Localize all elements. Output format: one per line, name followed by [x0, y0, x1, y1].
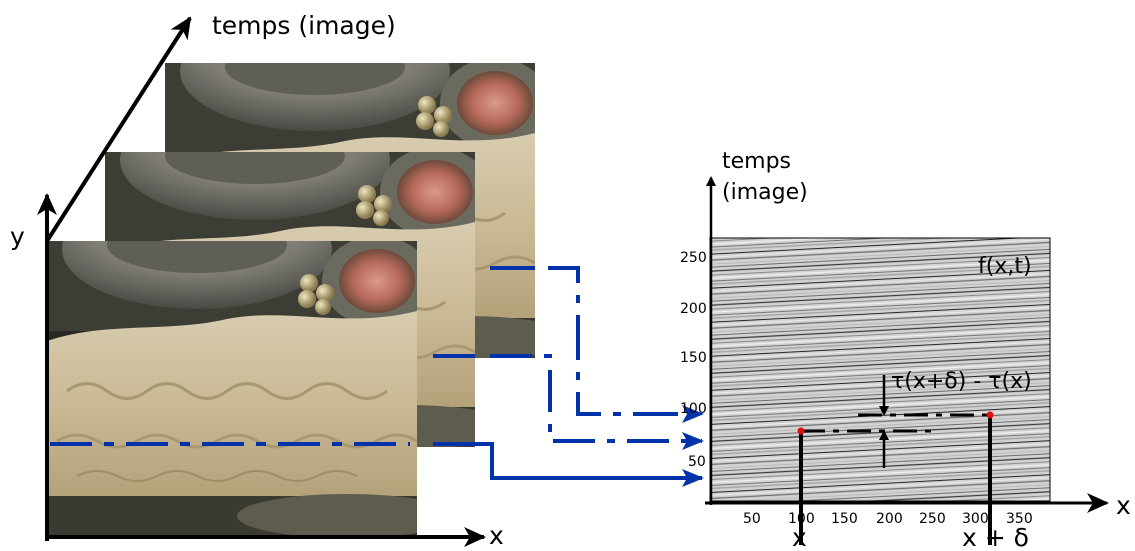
plot-x-axis-label: x	[1116, 491, 1131, 520]
delay-construction	[797, 375, 994, 545]
time-axis-label: temps (image)	[212, 11, 396, 40]
function-label: f(x,t)	[978, 254, 1032, 279]
y-tick-label: 50	[688, 454, 706, 470]
y-tick-label: 200	[680, 301, 707, 317]
plot-image	[710, 238, 1050, 501]
scan-lines	[50, 266, 704, 487]
y-tick-label: 100	[680, 401, 707, 417]
scan-line-front-arrow	[433, 442, 704, 487]
frame-stack	[47, 63, 535, 536]
plot-y-ticks: 250 200 150 100 50	[680, 250, 707, 470]
scan-line-back	[490, 266, 702, 414]
scan-line-middle	[433, 354, 702, 441]
video-frame-front	[47, 241, 417, 536]
spatiotemporal-plot	[709, 237, 1051, 502]
plot-time-axis-label-2: (image)	[722, 180, 808, 205]
point-b-label: x + δ	[962, 523, 1029, 551]
y-tick-label: 150	[680, 350, 707, 366]
point-b-marker	[986, 411, 994, 419]
x-tick-label: 200	[876, 511, 903, 527]
point-a-marker	[797, 427, 805, 435]
point-a-label: x	[792, 523, 807, 551]
time-axis	[45, 16, 192, 243]
y-tick-label: 250	[680, 250, 707, 266]
delay-label: τ(x+δ) - τ(x)	[891, 369, 1032, 394]
x-tick-label: 150	[831, 511, 858, 527]
y-axis-label: y	[10, 222, 25, 251]
x-tick-label: 350	[1006, 511, 1033, 527]
plot-time-axis-label-1: temps	[722, 149, 791, 174]
x-tick-label: 50	[743, 511, 761, 527]
x-tick-label: 300	[962, 511, 989, 527]
x-axis-label: x	[489, 521, 504, 550]
x-tick-label: 250	[919, 511, 946, 527]
